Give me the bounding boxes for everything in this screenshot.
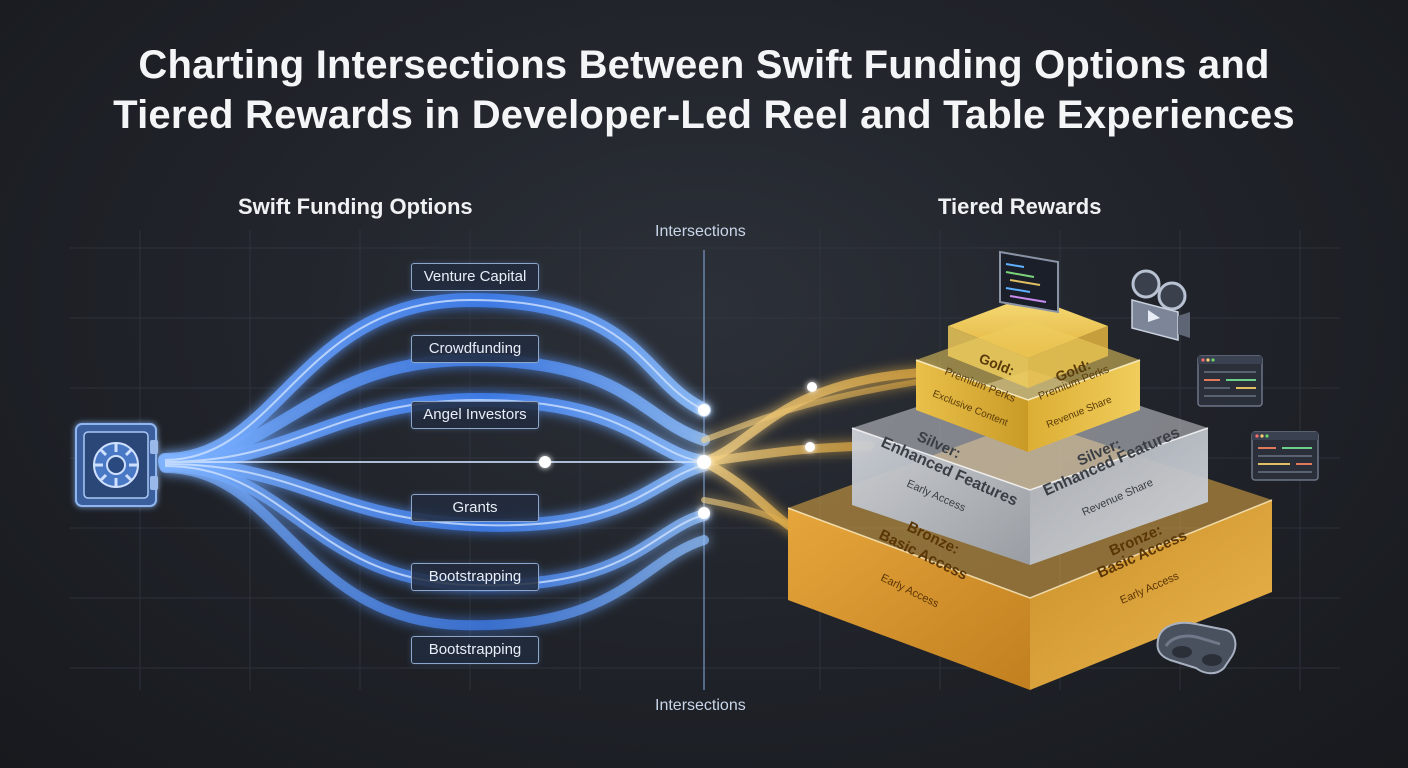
node-top <box>698 404 710 416</box>
right-heading: Tiered Rewards <box>938 194 1101 220</box>
vault-icon <box>76 424 158 506</box>
intersections-top-label: Intersections <box>655 223 746 241</box>
node-bottom <box>698 507 710 519</box>
node-center <box>697 455 711 469</box>
spreadsheet-icon <box>1198 356 1262 406</box>
code-monitor-icon <box>1000 252 1058 312</box>
page-title: Charting Intersections Between Swift Fun… <box>0 40 1408 140</box>
node-silver <box>805 442 815 452</box>
spreadsheet-icon-2 <box>1252 432 1318 480</box>
vr-headset-icon <box>1158 623 1236 673</box>
left-heading: Swift Funding Options <box>238 194 473 220</box>
video-camera-icon <box>1132 271 1190 340</box>
funding-chip-grants: Grants <box>411 494 539 522</box>
funding-chip-bootstrapping: Bootstrapping <box>411 563 539 591</box>
node-left <box>539 456 551 468</box>
title-line-2: Tiered Rewards in Developer-Led Reel and… <box>0 90 1408 140</box>
funding-chip-venture-capital: Venture Capital <box>411 263 539 291</box>
funding-chip-crowdfunding: Crowdfunding <box>411 335 539 363</box>
funding-chip-bootstrapping-2: Bootstrapping <box>411 636 539 664</box>
funding-chip-angel-investors: Angel Investors <box>411 401 539 429</box>
title-line-1: Charting Intersections Between Swift Fun… <box>0 40 1408 90</box>
node-gold <box>807 382 817 392</box>
intersections-bottom-label: Intersections <box>655 697 746 715</box>
